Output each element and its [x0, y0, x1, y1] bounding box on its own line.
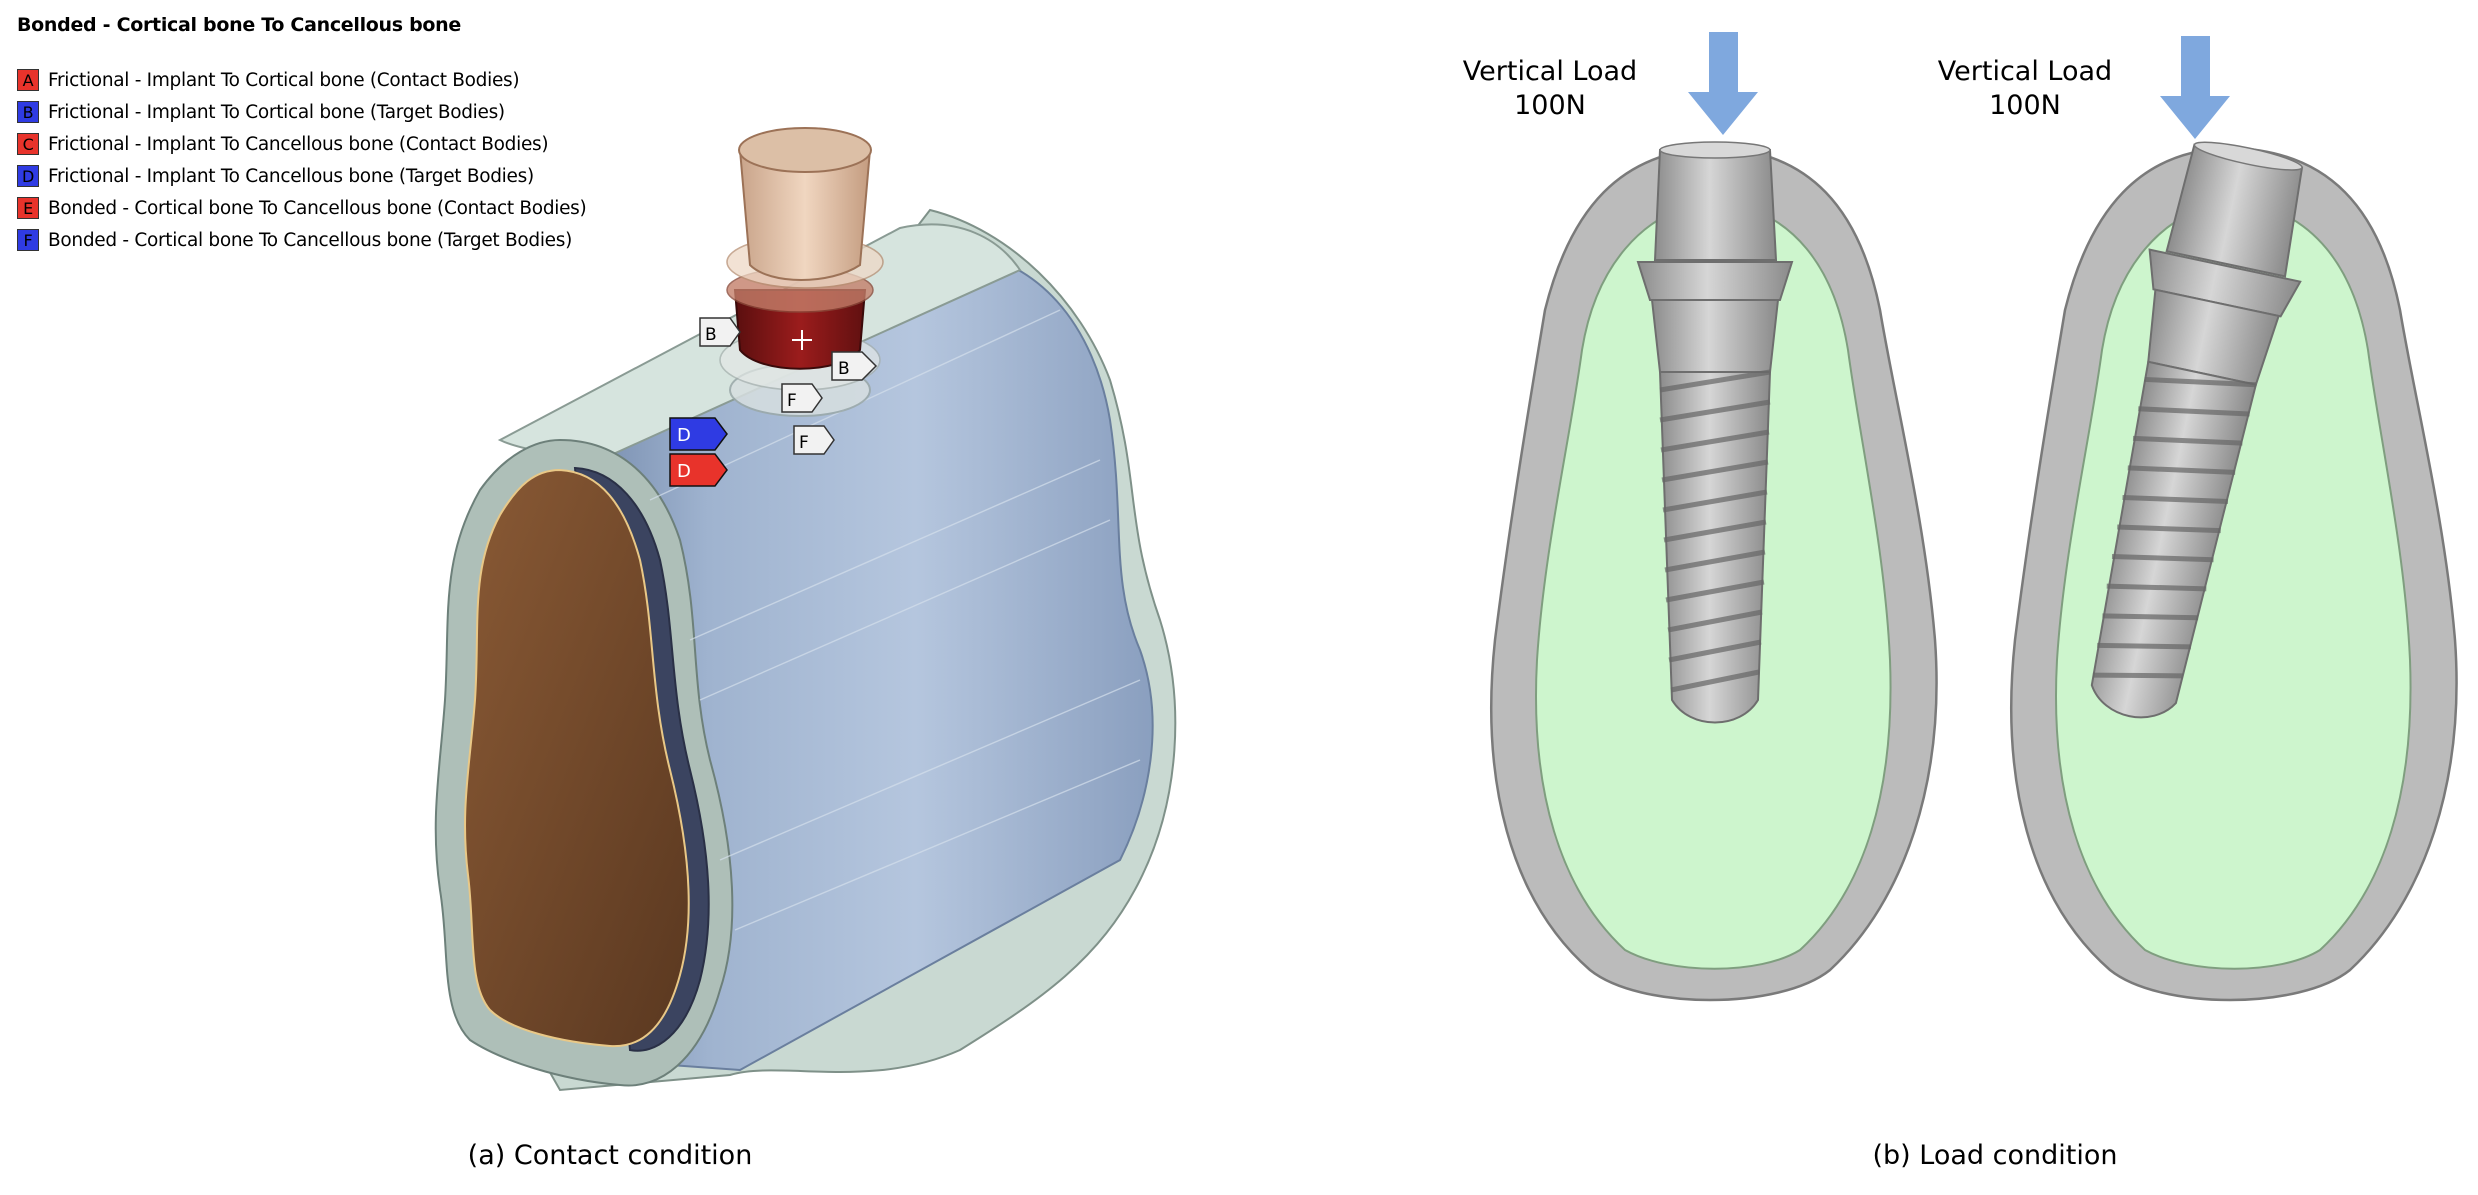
- bone-cavity: [464, 468, 690, 1048]
- tag-b2: B: [831, 351, 878, 381]
- load-model-tilted: [2010, 36, 2458, 1002]
- contact-tags: B B F F D D: [669, 317, 878, 487]
- tag-d-blue: D: [669, 417, 728, 451]
- load-label-line2: 100N: [1989, 90, 2061, 121]
- contact-legend: A Frictional - Implant To Cortical bone …: [17, 64, 587, 256]
- svg-text:D: D: [677, 425, 691, 446]
- tag-f1: F: [781, 383, 823, 413]
- tag-d-red: D: [669, 453, 728, 487]
- legend-item: F Bonded - Cortical bone To Cancellous b…: [17, 224, 586, 256]
- svg-text:B: B: [705, 325, 717, 345]
- legend-item: E Bonded - Cortical bone To Cancellous b…: [17, 192, 587, 224]
- legend-swatch: E: [17, 197, 39, 219]
- legend-label: Frictional - Implant To Cortical bone (C…: [48, 69, 520, 91]
- legend-label: Bonded - Cortical bone To Cancellous bon…: [48, 197, 587, 219]
- implant-threads: [1659, 369, 1771, 693]
- load-arrow: [1688, 32, 1758, 135]
- load-label-line2: 100N: [1514, 90, 1586, 121]
- svg-text:F: F: [799, 433, 809, 453]
- svg-text:F: F: [787, 391, 797, 411]
- load-label-left: Vertical Load 100N: [1430, 55, 1670, 123]
- load-label-line1: Vertical Load: [1462, 56, 1638, 87]
- legend-label: Bonded - Cortical bone To Cancellous bon…: [48, 229, 572, 251]
- legend-swatch: C: [17, 133, 39, 155]
- legend-item: D Frictional - Implant To Cancellous bon…: [17, 160, 586, 192]
- load-label-line1: Vertical Load: [1937, 56, 2113, 87]
- tag-f2: F: [793, 425, 835, 455]
- tilted-implant: [2090, 141, 2304, 719]
- bone-block: [434, 208, 1177, 1092]
- legend-item: A Frictional - Implant To Cortical bone …: [17, 64, 586, 96]
- contact-title: Bonded - Cortical bone To Cancellous bon…: [17, 14, 461, 36]
- legend-swatch: D: [17, 165, 39, 187]
- legend-item: C Frictional - Implant To Cancellous bon…: [17, 128, 586, 160]
- svg-text:D: D: [677, 461, 691, 482]
- svg-text:B: B: [838, 359, 850, 379]
- legend-swatch: A: [17, 69, 39, 91]
- legend-swatch: B: [17, 101, 39, 123]
- legend-label: Frictional - Implant To Cortical bone (T…: [48, 101, 505, 123]
- caption-contact-condition: (a) Contact condition: [467, 1140, 753, 1171]
- legend-label: Frictional - Implant To Cancellous bone …: [48, 165, 534, 187]
- legend-label: Frictional - Implant To Cancellous bone …: [48, 133, 549, 155]
- legend-swatch: F: [17, 229, 39, 251]
- tag-b1: B: [699, 317, 741, 347]
- legend-item: B Frictional - Implant To Cortical bone …: [17, 96, 586, 128]
- caption-load-condition: (b) Load condition: [1872, 1140, 2118, 1171]
- load-model-vertical: [1490, 32, 1938, 1002]
- load-arrow: [2160, 36, 2230, 139]
- implant-contact-model: [719, 127, 884, 417]
- load-label-right: Vertical Load 100N: [1905, 55, 2145, 123]
